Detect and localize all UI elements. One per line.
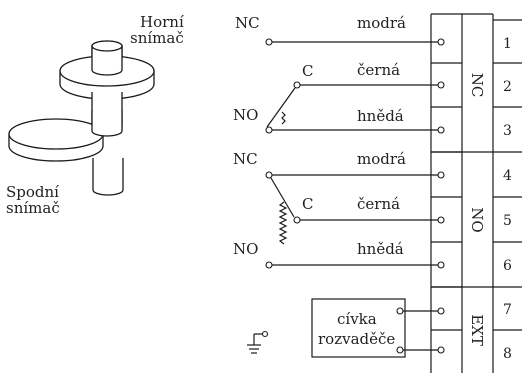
terminal-screw-1 xyxy=(437,38,445,46)
switch1-wire1-color: modrá xyxy=(357,14,406,32)
terminal-number-4: 4 xyxy=(503,168,512,184)
switch2-no-label: NO xyxy=(233,240,258,258)
terminal-number-2: 2 xyxy=(503,79,512,95)
group-label-nc: NC xyxy=(468,73,486,98)
switch1-no-contact xyxy=(265,126,273,134)
terminal-number-1: 1 xyxy=(503,36,512,52)
switch1-nc-contact xyxy=(265,38,273,46)
switch2-c-label: C xyxy=(302,195,313,213)
coil-label-line1: cívka xyxy=(337,310,377,328)
switch1-c-label: C xyxy=(302,62,313,80)
group-label-ext: EXT xyxy=(468,314,486,346)
terminal-number-8: 8 xyxy=(503,346,512,362)
lower-sensor-label-line2: snímač xyxy=(6,199,60,217)
terminal-screw-6 xyxy=(437,261,445,269)
terminal-screw-5 xyxy=(437,216,445,224)
upper-sensor-label-line1: Horní xyxy=(140,13,184,31)
switch2-nc-contact xyxy=(265,171,273,179)
terminal-number-5: 5 xyxy=(503,213,512,229)
switch1-wire2-color: černá xyxy=(357,61,400,79)
group-label-no: NO xyxy=(468,207,486,232)
terminal-number-6: 6 xyxy=(503,258,512,274)
terminal-screw-4 xyxy=(437,171,445,179)
terminal-number-3: 3 xyxy=(503,123,512,139)
terminal-screw-7 xyxy=(437,307,445,315)
switch2-nc-label: NC xyxy=(233,150,258,168)
ground-icon xyxy=(247,330,269,354)
switch2-wire2-color: černá xyxy=(357,195,400,213)
coil-contact-top xyxy=(396,307,404,315)
switch1-spring xyxy=(281,111,286,125)
switch1-no-label: NO xyxy=(233,106,258,124)
switch2-wire1-color: modrá xyxy=(357,150,406,168)
switch2-spring xyxy=(278,201,288,245)
switch1-wire3-color: hnědá xyxy=(357,107,404,125)
sensor-illustration xyxy=(8,40,155,196)
upper-sensor-switch: NC modrá C černá NO hnědá xyxy=(233,14,438,134)
coil-contact-bottom xyxy=(396,346,404,354)
switch1-blade xyxy=(266,87,296,128)
switch2-no-contact xyxy=(265,261,273,269)
coil-block: cívka rozvaděče xyxy=(311,298,438,358)
lower-sensor-switch: NC modrá C černá NO hnědá xyxy=(233,150,438,269)
terminal-screw-2 xyxy=(437,81,445,89)
terminal-screw-8 xyxy=(437,346,445,354)
terminal-block: NC NO EXT 1 2 3 4 5 6 7 8 xyxy=(430,13,522,373)
switch2-c-contact xyxy=(293,216,301,224)
lower-sensor-label-line1: Spodní xyxy=(6,183,59,201)
terminal-number-7: 7 xyxy=(503,302,512,318)
switch1-c-contact xyxy=(293,81,301,89)
switch1-nc-label: NC xyxy=(235,14,260,32)
coil-label-line2: rozvaděče xyxy=(318,330,395,348)
coil-box xyxy=(311,298,406,358)
switch2-blade xyxy=(270,177,295,218)
upper-sensor-label-line2: snímač xyxy=(130,29,184,47)
terminal-screw-3 xyxy=(437,126,445,134)
switch2-wire3-color: hnědá xyxy=(357,240,404,258)
